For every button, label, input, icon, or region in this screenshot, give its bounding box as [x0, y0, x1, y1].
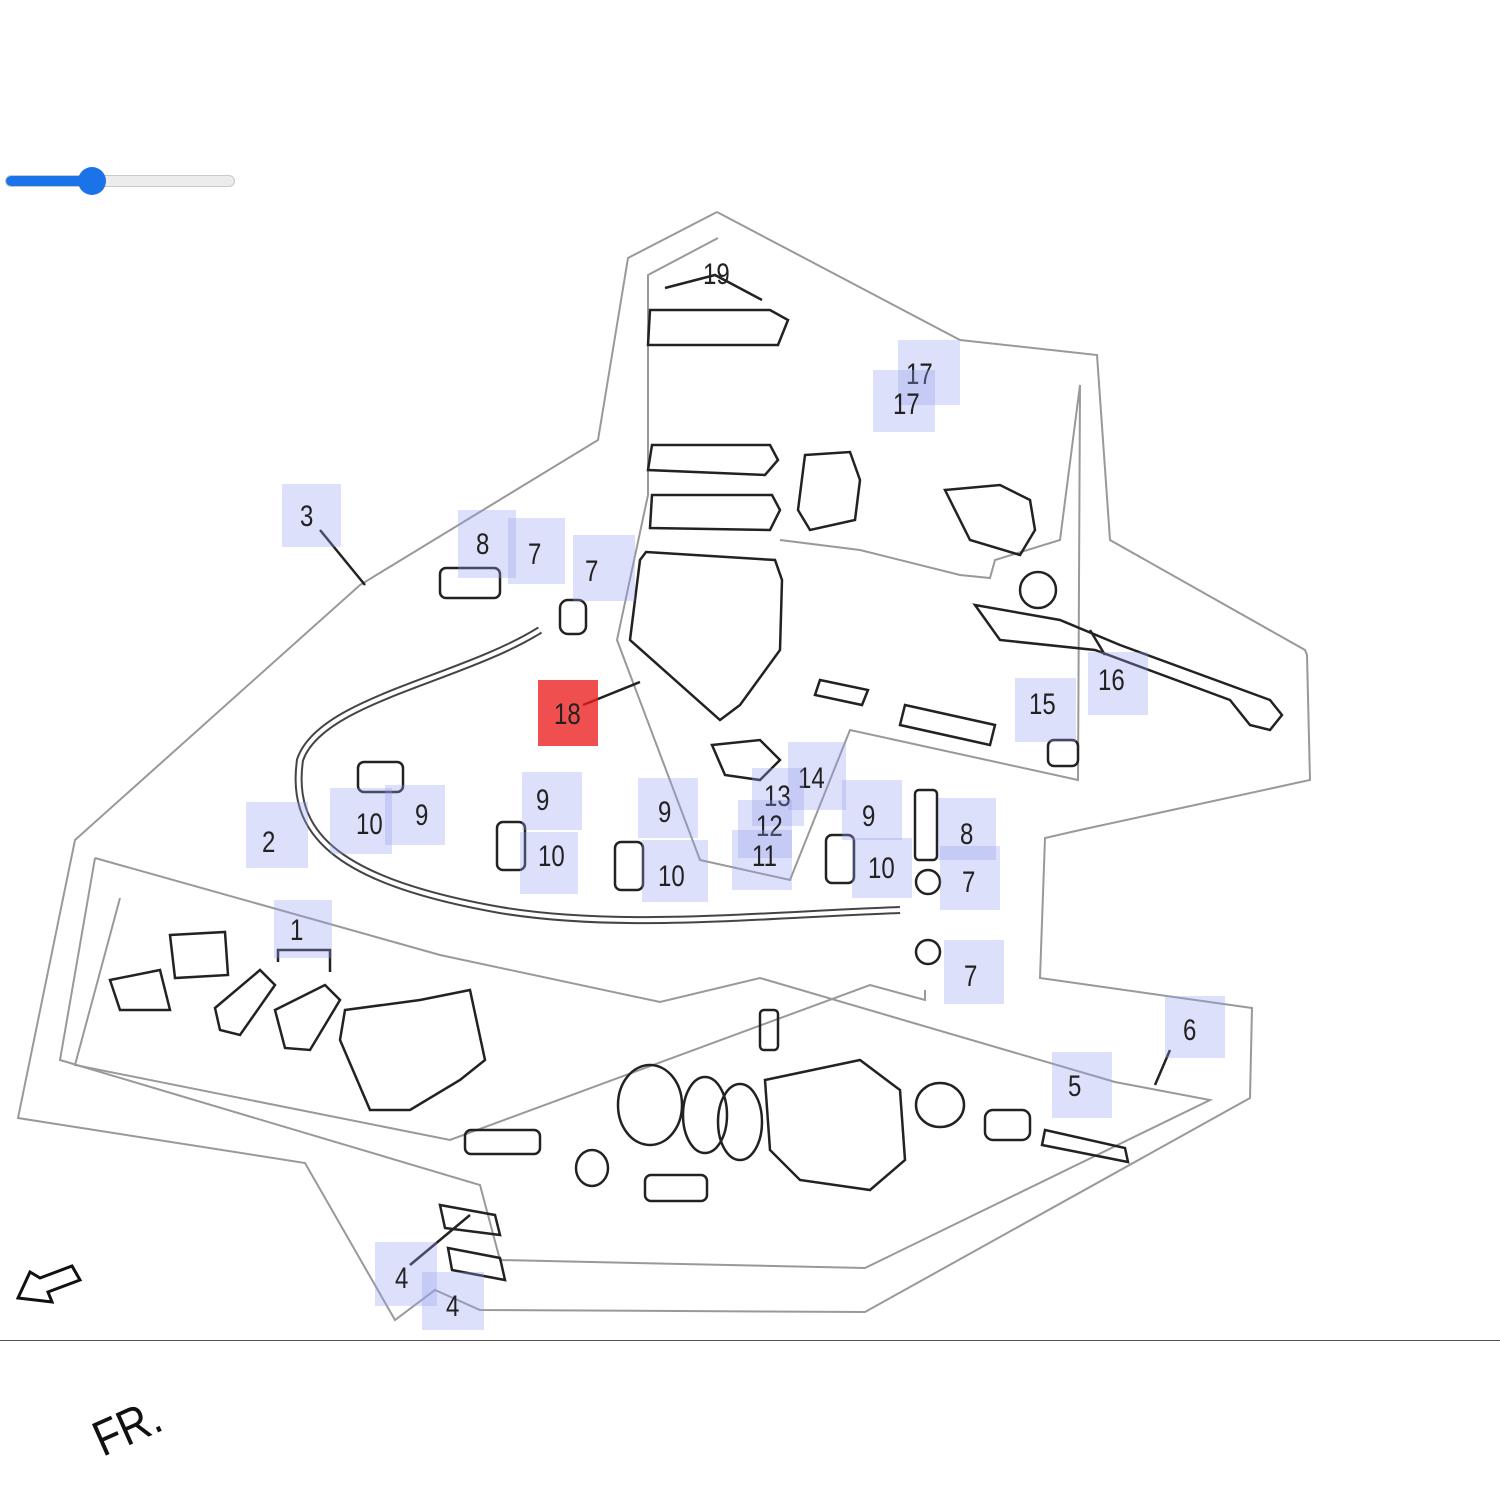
callout-8-lower[interactable]: 8: [938, 798, 996, 860]
piston-assembly: [898, 703, 997, 747]
callout-14[interactable]: 14: [788, 742, 846, 810]
callout-4-lower[interactable]: 4: [422, 1272, 484, 1330]
callout-16[interactable]: 16: [1088, 652, 1148, 715]
piston-seal-a: [681, 1075, 729, 1155]
zoom-slider-thumb[interactable]: [78, 167, 107, 195]
callout-1[interactable]: 1: [274, 900, 332, 958]
hose-clip-a: [495, 820, 527, 872]
callout-19[interactable]: 19: [703, 258, 730, 291]
brake-pad-a: [213, 968, 277, 1037]
callout-11[interactable]: 11: [732, 830, 792, 890]
lever-bracket: [943, 483, 1037, 557]
slide-bushing: [983, 1108, 1032, 1142]
reservoir-plate: [646, 443, 780, 477]
front-direction-arrow: [15, 1264, 83, 1304]
callout-17-lower[interactable]: 17: [873, 370, 935, 432]
callout-15[interactable]: 15: [1015, 678, 1076, 742]
brake-lever: [972, 603, 1284, 732]
callout-17-upper[interactable]: 17: [898, 340, 960, 405]
banjo-fitting-top: [558, 598, 588, 636]
banjo-bolt-top: [438, 566, 502, 600]
callout-13[interactable]: 13: [752, 768, 804, 826]
bleeder-screw: [758, 1008, 780, 1052]
callout-9-a[interactable]: 9: [522, 772, 582, 830]
pad-clip-a: [108, 968, 172, 1012]
callout-7-lower-a[interactable]: 7: [940, 846, 1000, 910]
callout-5[interactable]: 5: [1052, 1052, 1112, 1118]
zoom-slider-track[interactable]: [5, 175, 235, 187]
mount-bolt-b: [446, 1246, 507, 1282]
caliper-body: [763, 1058, 907, 1192]
front-direction-label: FR.: [84, 1388, 170, 1468]
callout-4-upper[interactable]: 4: [375, 1242, 437, 1306]
hose-clip-b: [613, 840, 645, 892]
caliper-bracket: [338, 988, 487, 1112]
group-outline-caliper: [58, 857, 1214, 1270]
washer-lower-a: [914, 868, 942, 896]
zoom-slider-fill: [6, 176, 94, 186]
diagram-drawing: [15, 211, 1312, 1322]
callout-18-selected[interactable]: 18: [538, 680, 598, 746]
master-cylinder-clamp: [796, 450, 862, 532]
pad-clip-b: [168, 930, 230, 980]
callout-7-top-left[interactable]: 7: [508, 518, 565, 584]
brake-pad-b: [273, 983, 342, 1052]
callout-10-b[interactable]: 10: [642, 840, 708, 902]
washer-lower-b: [914, 938, 942, 966]
banjo-bolt-lower: [913, 788, 939, 862]
mount-bolt-a: [438, 1203, 502, 1237]
caliper-piston: [616, 1063, 684, 1147]
callout-9-c[interactable]: 9: [842, 780, 902, 840]
callout-9-b[interactable]: 9: [638, 778, 698, 838]
exploded-parts-diagram: FR.: [0, 205, 1500, 1467]
callout-10-left[interactable]: 10: [330, 788, 392, 854]
callout-6[interactable]: 6: [1165, 996, 1225, 1058]
master-cylinder-body: [628, 550, 784, 722]
guide-pin-left: [463, 1128, 542, 1156]
piston-seal-b: [716, 1082, 764, 1162]
reservoir-diaphragm: [648, 493, 782, 532]
callout-8-top[interactable]: 8: [458, 510, 516, 578]
callout-2[interactable]: 2: [246, 802, 308, 868]
guide-pin-boot: [574, 1148, 610, 1188]
brake-switch: [710, 738, 782, 782]
caliper-bolt: [1040, 1128, 1130, 1164]
callout-12[interactable]: 12: [738, 800, 792, 858]
callout-10-a[interactable]: 10: [520, 832, 578, 894]
callout-7-lower-b[interactable]: 7: [944, 940, 1004, 1004]
guide-pin-sleeve: [643, 1173, 709, 1203]
callout-3[interactable]: 3: [282, 484, 341, 547]
group-outline-caliper-inner: [73, 897, 926, 1142]
caliper-boot: [914, 1081, 966, 1129]
piston-spring: [813, 678, 870, 707]
callout-7-top-right[interactable]: 7: [573, 535, 635, 601]
group-outline-master-cylinder: [16, 211, 1312, 1322]
viewer-bottom-divider: [0, 1340, 1500, 1341]
reservoir-cap: [646, 308, 790, 347]
callout-10-c[interactable]: 10: [852, 838, 912, 898]
zoom-slider[interactable]: [5, 167, 235, 196]
lever-pivot-cap: [1018, 570, 1058, 610]
callout-9-left[interactable]: 9: [385, 785, 445, 845]
piston-boot: [1046, 738, 1080, 768]
hose-clip-left: [356, 760, 405, 794]
hose-clip-c: [824, 833, 856, 885]
group-outline-reservoir: [615, 237, 1081, 882]
